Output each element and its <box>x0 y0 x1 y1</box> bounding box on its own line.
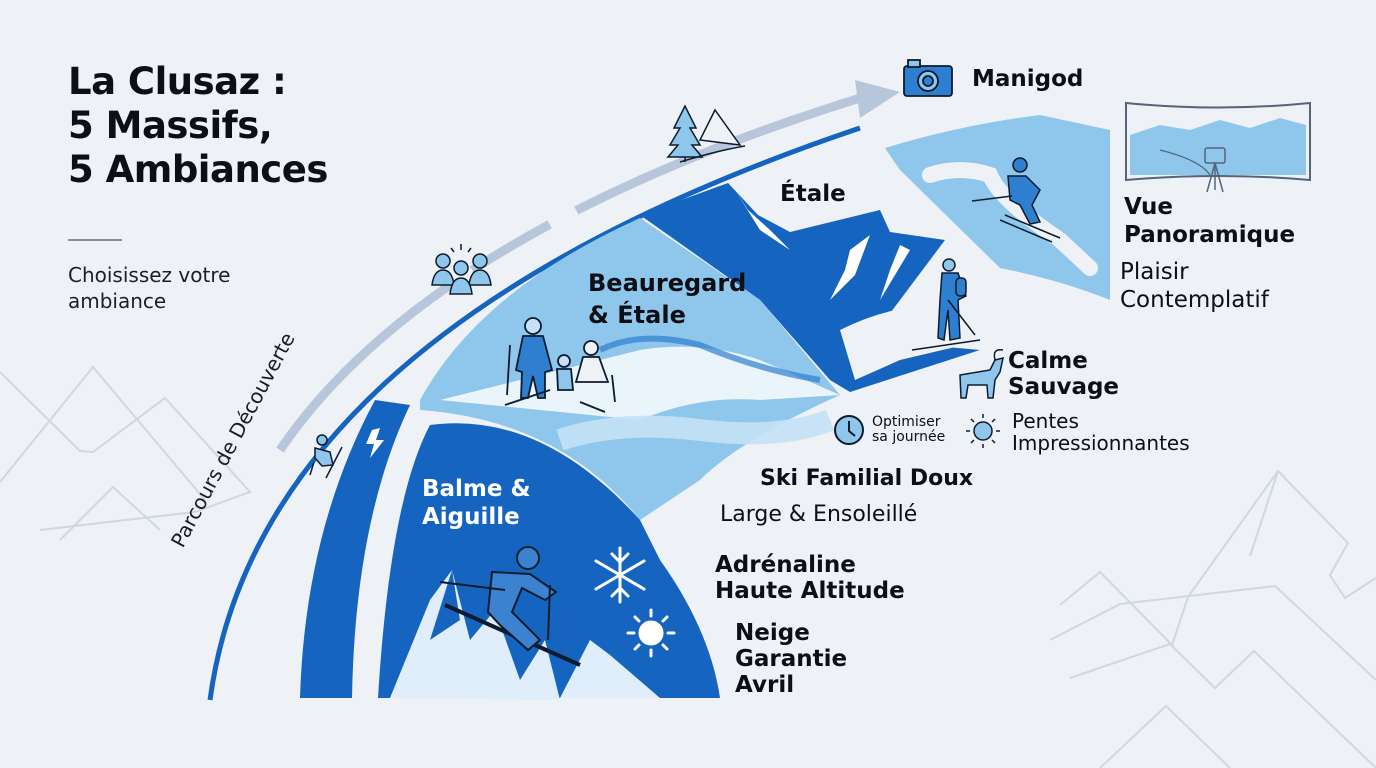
family-group-icon <box>431 244 492 295</box>
feature-line: Adrénaline <box>715 552 856 578</box>
feature-neige: Neige Garantie Avril <box>735 620 847 698</box>
feature-calme-sauvage: Calme Sauvage <box>1008 348 1119 400</box>
feature-line: Avril <box>735 672 795 698</box>
massif-name-line: Beauregard <box>588 269 747 297</box>
feature-line: Plaisir <box>1120 259 1189 285</box>
massif-name-line: & Étale <box>588 301 686 329</box>
subtitle-line-1: Choisissez votre <box>68 263 231 287</box>
title-line-1: La Clusaz : <box>68 60 287 103</box>
feature-line: Panoramique <box>1124 222 1296 248</box>
feature-large-ensoleille: Large & Ensoleillé <box>720 502 917 528</box>
massif-manigod: Manigod <box>972 65 1083 93</box>
tip-line: Optimiser <box>872 414 941 430</box>
ski-touring-icon <box>911 258 981 351</box>
snowflake-icon <box>594 546 646 604</box>
lightning-icon <box>366 428 384 458</box>
feature-pentes: Pentes Impressionnantes <box>1012 410 1190 454</box>
massif-beauregard-etale: Beauregard & Étale <box>588 267 746 331</box>
title-divider <box>68 239 122 241</box>
massif-name-line: Étale <box>780 181 846 207</box>
downhill-skier-icon <box>439 546 581 667</box>
discovery-arrow <box>276 90 872 453</box>
feature-line: Garantie <box>735 646 848 672</box>
goat-icon <box>959 348 1004 399</box>
title-line-2: 5 Massifs, <box>68 104 273 147</box>
title-line-3: 5 Ambiances <box>68 148 328 191</box>
background-mountains-left <box>0 365 252 541</box>
tip-optimiser: Optimiser sa journée <box>872 415 945 445</box>
subtitle: Choisissez votre ambiance <box>68 262 230 314</box>
feature-line: Pentes <box>1012 409 1079 433</box>
page-title: La Clusaz : 5 Massifs, 5 Ambiances <box>68 60 328 192</box>
massif-etale: Étale <box>780 180 846 208</box>
feature-line: Large & Ensoleillé <box>720 502 918 527</box>
tip-line: sa journée <box>872 429 946 445</box>
background-mountains-right <box>1049 469 1376 768</box>
feature-line: Haute Altitude <box>715 578 905 604</box>
massif-name-line: Aiguille <box>422 504 520 530</box>
feature-plaisir-contemplatif: Plaisir Contemplatif <box>1120 258 1269 314</box>
tree-mountain-icon <box>666 104 746 163</box>
feature-line: Ski Familial Doux <box>760 466 974 491</box>
feature-line: Vue <box>1124 194 1173 220</box>
feature-line: Neige <box>735 620 810 646</box>
panorama-icon <box>1125 101 1311 193</box>
feature-line: Impressionnantes <box>1012 431 1190 455</box>
clock-icon <box>834 415 864 445</box>
massif-name-line: Manigod <box>972 66 1084 92</box>
subtitle-line-2: ambiance <box>68 289 167 313</box>
manigod-skier-icon <box>971 157 1061 243</box>
feature-vue-panoramique: Vue Panoramique <box>1124 193 1295 249</box>
sun-icon <box>626 608 676 658</box>
feature-ski-familial: Ski Familial Doux <box>760 466 973 492</box>
family-skiers-icon <box>504 317 616 413</box>
small-sun-icon <box>966 414 1000 448</box>
outer-blue-band <box>300 400 410 698</box>
manigod-panel <box>885 115 1110 300</box>
feature-adrenaline: Adrénaline Haute Altitude <box>715 552 905 604</box>
snowboarder-icon <box>309 434 343 479</box>
feature-line: Contemplatif <box>1120 287 1269 313</box>
camera-icon <box>903 59 953 97</box>
massif-name-line: Balme & <box>422 476 531 502</box>
feature-line: Calme <box>1008 348 1088 374</box>
feature-line: Sauvage <box>1008 374 1120 400</box>
massif-balme-aiguille: Balme & Aiguille <box>422 475 531 531</box>
etale-panel <box>640 183 980 392</box>
